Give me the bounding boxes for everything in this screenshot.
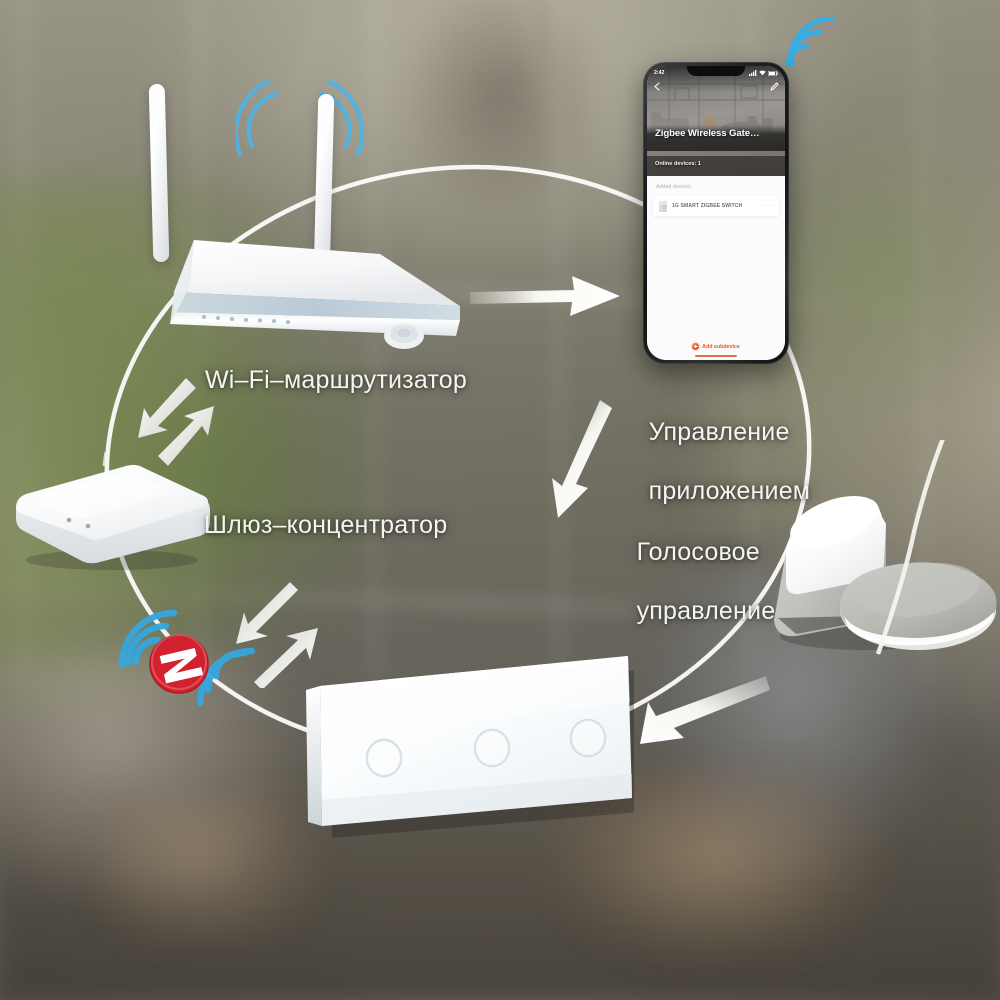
status-time: 2:42 [654,70,665,76]
label-app-control-line2: приложением [648,476,811,505]
label-voice-control-line2: управление [636,596,776,625]
back-icon[interactable] [653,82,661,91]
add-subdevice-button[interactable]: Add subdevice [647,343,785,350]
phone-notch [687,66,745,76]
bidirectional-arrows-router-gateway [137,377,215,467]
bidirectional-arrows-gateway-switch [235,581,319,688]
device-list-item[interactable]: 1G SMART ZIGBEE SWITCH ···· [653,196,779,216]
battery-icon [768,70,778,76]
add-subdevice-label: Add subdevice [702,343,740,350]
arrow-down-left-icon [639,676,770,745]
google-home-speaker [774,496,886,637]
wifi-status-icon [759,70,766,76]
phone-screen[interactable]: 2:42 [647,66,785,360]
device-name: 1G SMART ZIGBEE SWITCH [672,203,743,209]
router-body [170,240,460,349]
added-devices-label: Added devices [656,184,691,190]
smartphone-app: 2:42 [643,62,789,364]
label-gateway: Шлюз–концентратор [204,511,448,539]
zigbee-logo-badge [112,596,282,721]
wifi-signal-icon [785,18,837,67]
home-indicator [695,355,737,357]
smart-speakers [752,425,1000,655]
edit-pencil-icon[interactable] [770,82,779,91]
app-title-scrim [647,125,785,151]
arrow-down-icon [551,400,613,519]
app-title: Zigbee Wireless Gate… [655,128,760,139]
label-voice-control-line1: Голосовое [636,537,760,566]
label-voice-control: Голосовое управление [608,508,776,656]
zigbee-gateway-hub [8,425,213,570]
google-home-mini-speaker [840,562,997,650]
label-router: Wi–Fi–маршрутизатор [205,366,467,394]
3-gang-touch-wall-switch [296,650,640,840]
more-options-icon[interactable]: ···· [762,203,773,209]
plus-circle-icon [692,343,700,350]
online-devices-bar [647,156,785,176]
label-app-control: Управление приложением [620,388,810,536]
wifi-waves-icon [236,79,364,157]
phone-status-bar: 2:42 [647,66,785,80]
wifi-router [118,68,508,358]
cellular-icon [749,70,757,76]
label-app-control-line1: Управление [648,417,790,446]
switch-touch-buttons [365,718,607,778]
arrow-right-icon [470,275,621,317]
switch-device-icon [659,200,667,212]
online-devices-count: Online devices: 1 [655,161,702,167]
